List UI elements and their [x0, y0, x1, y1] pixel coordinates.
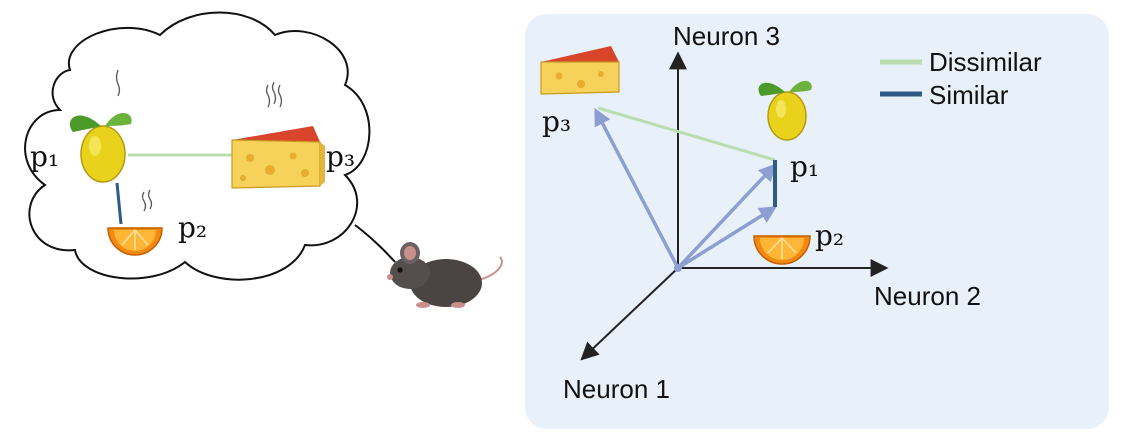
- point-label-p1: p₁: [790, 150, 819, 183]
- cheese-icon: [231, 126, 325, 189]
- legend-label-similar: Similar: [929, 80, 1009, 110]
- point-label-p3: p₃: [542, 105, 571, 138]
- smell-wisps: [115, 69, 283, 212]
- legend-label-dissimilar: Dissimilar: [929, 47, 1042, 77]
- bubble-label-p1: p₁: [30, 140, 59, 173]
- orange-slice-icon: [107, 227, 163, 256]
- axis-label-neuron3: Neuron 3: [673, 21, 780, 51]
- point-label-p2: p₂: [815, 219, 844, 252]
- cheese-icon: [540, 46, 620, 95]
- similar-line-bubble: [115, 182, 123, 225]
- axis-label-neuron2: Neuron 2: [874, 281, 981, 311]
- lemon-icon: [758, 80, 812, 141]
- orange-slice-icon: [753, 235, 811, 265]
- mouse-icon: [387, 242, 503, 308]
- neural-space-panel: [525, 14, 1109, 429]
- bubble-label-p3: p₃: [326, 140, 355, 173]
- thought-bubble: [24, 11, 396, 281]
- legend: Dissimilar Similar: [880, 47, 1042, 110]
- vector-p3: [594, 107, 680, 269]
- vector-p2: [677, 206, 777, 270]
- dissimilar-line-space: [597, 106, 776, 162]
- axis-label-neuron1: Neuron 1: [563, 374, 670, 404]
- lemon-icon: [69, 112, 132, 183]
- bubble-label-p2: p₂: [178, 211, 207, 244]
- vector-p1: [676, 163, 777, 270]
- neuron1-axis: [580, 267, 679, 361]
